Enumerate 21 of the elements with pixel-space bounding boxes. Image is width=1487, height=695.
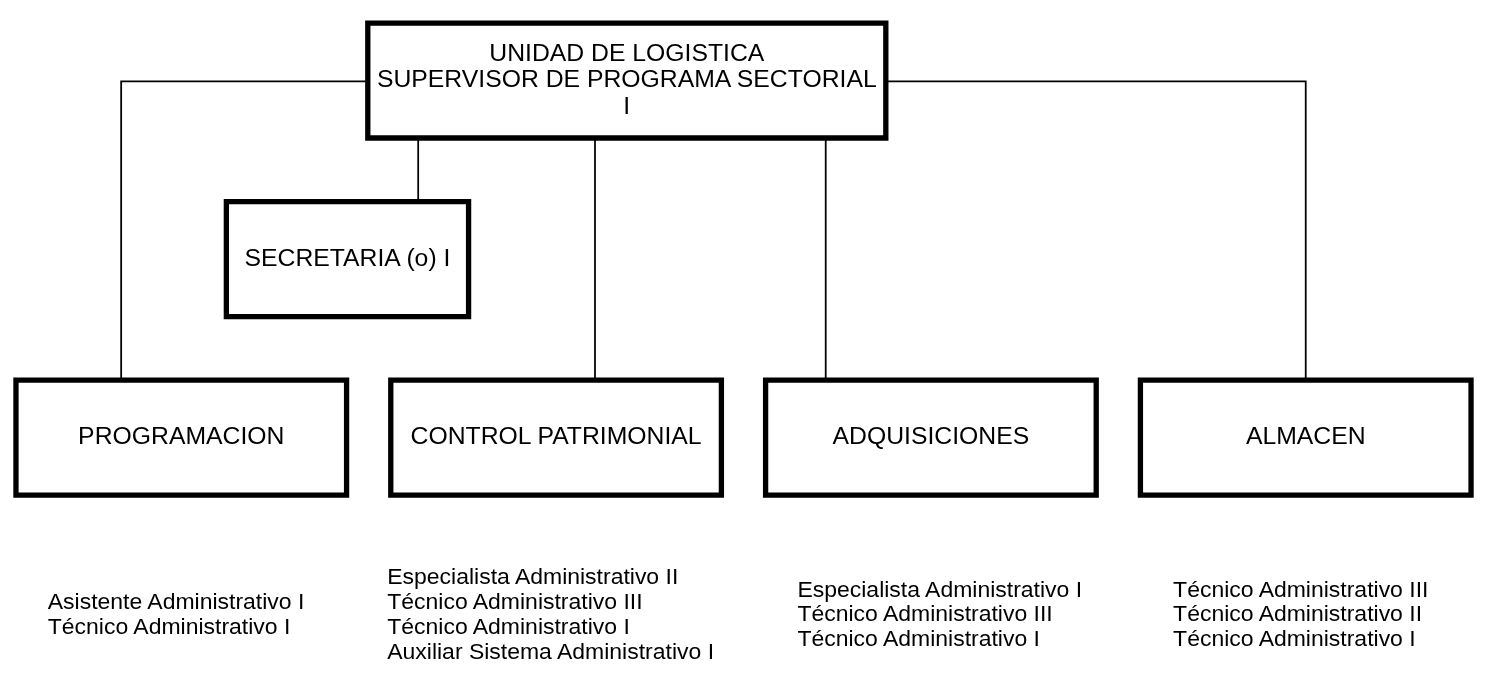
node-box: CONTROL PATRIMONIAL xyxy=(388,377,725,498)
connector xyxy=(417,137,420,202)
node-label: Especialista Administrativo I xyxy=(797,575,1083,602)
node-label: Técnico Administrativo I xyxy=(1173,625,1416,652)
node-label: Asistente Administrativo I xyxy=(47,587,305,614)
node-box: SECRETARIA (o) I xyxy=(223,199,472,320)
connector xyxy=(120,80,369,381)
node-label: Técnico Administrativo I xyxy=(387,612,630,639)
node-box: ADQUISICIONES xyxy=(762,377,1099,498)
connector xyxy=(594,137,596,381)
node-label: Técnico Administrativo III xyxy=(1173,575,1429,602)
node-label: Técnico Administrativo I xyxy=(47,612,291,639)
node-box: PROGRAMACION xyxy=(13,377,350,498)
node-box: UNIDAD DE LOGISTICA SUPERVISOR DE PROGRAMA SECTORIAL I xyxy=(365,20,889,141)
node-box: ALMACEN xyxy=(1137,377,1474,498)
node-label: Técnico Administrativo II xyxy=(1173,600,1423,627)
connector xyxy=(885,80,1307,381)
connector xyxy=(824,137,827,381)
node-label: Auxiliar Sistema Administrativo I xyxy=(387,637,715,664)
node-label: Técnico Administrativo I xyxy=(797,625,1040,652)
node-label: Especialista Administrativo II xyxy=(387,563,679,590)
